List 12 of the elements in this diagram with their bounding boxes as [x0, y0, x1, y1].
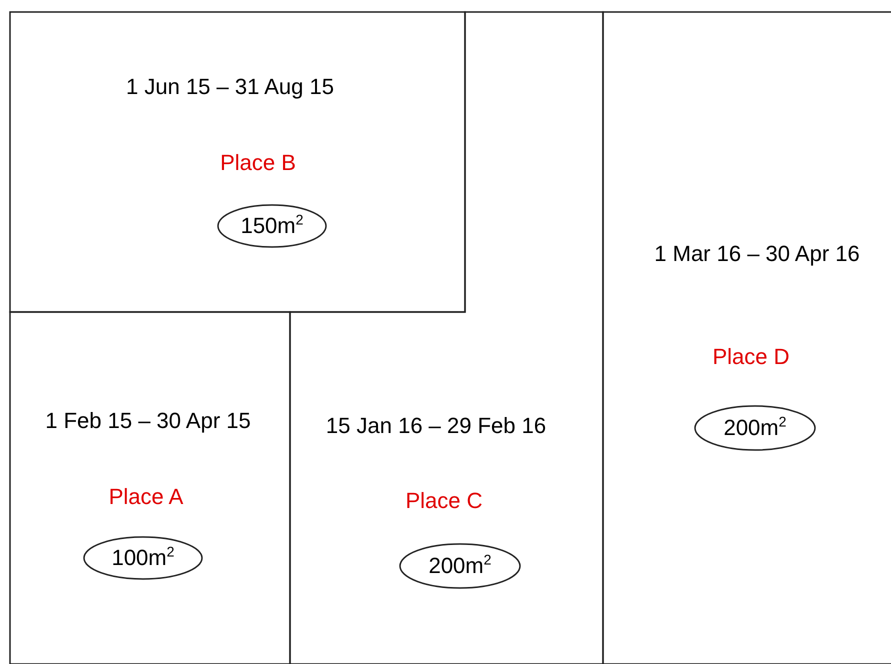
- date-range-label: 1 Jun 15 – 31 Aug 15: [126, 74, 334, 100]
- place-name-label: Place B: [220, 150, 296, 176]
- area-value: 100m$^{2}$: [112, 545, 174, 571]
- area-value: 150m$^{2}$: [240, 213, 304, 239]
- place-name-label: Place D: [712, 344, 790, 370]
- area-value: 200m$^{2}$: [428, 553, 492, 579]
- area-value: 200m$^{2}$: [724, 415, 786, 441]
- place-name-label: Place A: [108, 484, 184, 510]
- date-range-label: 15 Jan 16 – 29 Feb 16: [326, 413, 546, 439]
- date-range-label: 1 Feb 15 – 30 Apr 15: [45, 408, 251, 434]
- place-name-label: Place C: [405, 488, 483, 514]
- date-range-label: 1 Mar 16 – 30 Apr 16: [654, 241, 860, 267]
